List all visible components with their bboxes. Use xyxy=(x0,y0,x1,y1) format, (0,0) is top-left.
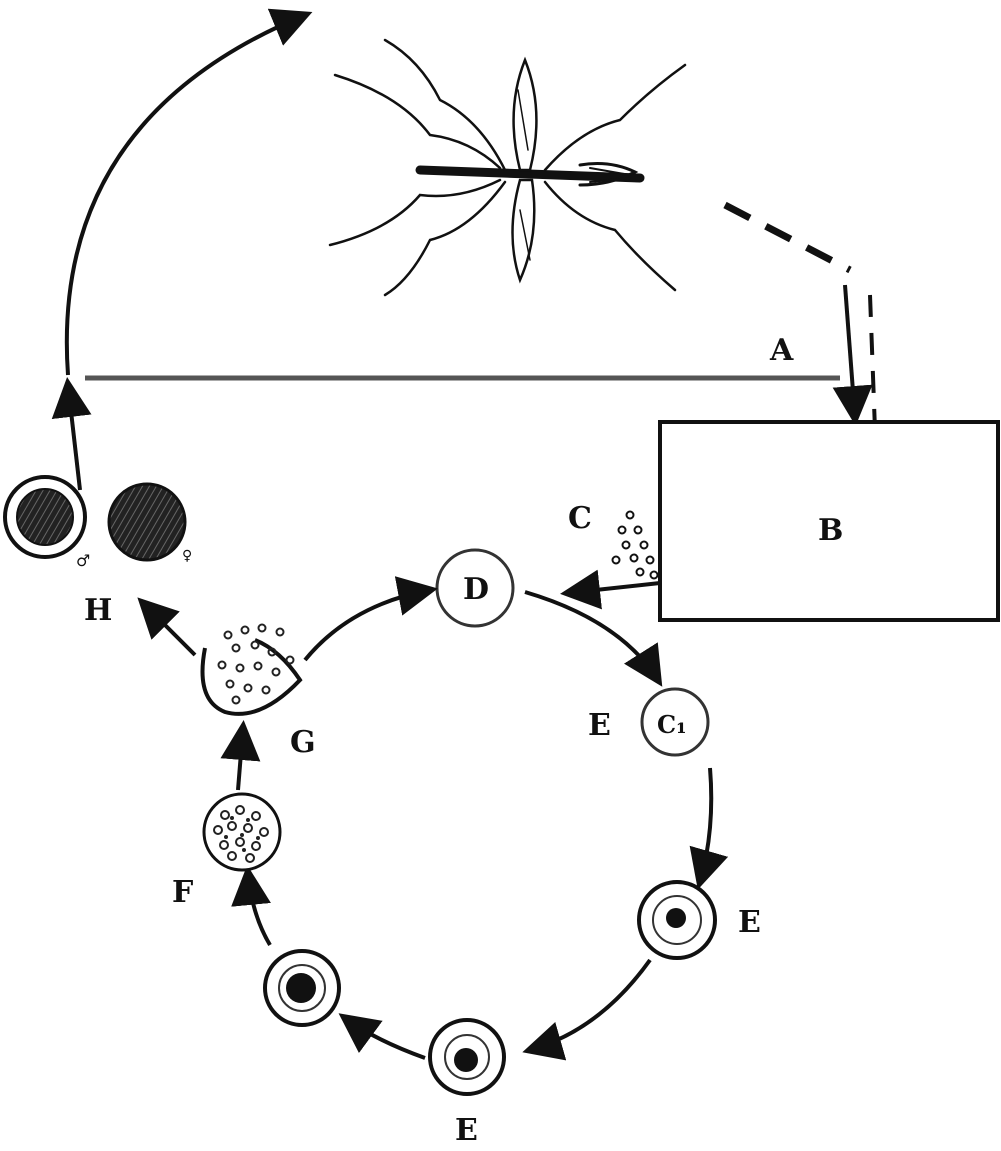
label-h: H xyxy=(84,593,112,628)
merozoite-cluster-icon xyxy=(613,512,658,579)
g-to-d-arrow xyxy=(305,590,430,660)
e2-to-e3-arrow xyxy=(530,960,650,1050)
bursting-cell-icon xyxy=(203,625,301,714)
label-e2: E xyxy=(738,905,761,940)
g-to-h-arrow xyxy=(143,603,195,655)
stage-e2-nucleus xyxy=(666,908,686,928)
schizont-icon xyxy=(204,794,280,870)
box-to-d-arrow xyxy=(568,583,660,593)
arc-to-mosquito-arrow xyxy=(67,15,305,375)
label-e1: E xyxy=(588,708,611,743)
d-to-e1-arrow xyxy=(525,592,658,680)
trophozoite-dark-center xyxy=(286,973,316,1003)
injection-arrow xyxy=(845,285,855,418)
female-gametocyte xyxy=(109,484,185,560)
e3-to-ring-arrow xyxy=(345,1018,425,1058)
label-c: C xyxy=(568,501,592,536)
gametocyte-icons xyxy=(5,477,185,560)
label-f: F xyxy=(172,875,193,910)
label-g: G xyxy=(290,725,316,760)
e1-to-e2-arrow xyxy=(700,768,711,882)
male-gametocyte-inner xyxy=(17,489,73,545)
ring-to-f-arrow xyxy=(248,873,270,945)
label-e3: E xyxy=(455,1113,478,1148)
stage-e1-inner-label: C₁ xyxy=(657,710,687,739)
female-symbol: ♀ xyxy=(182,548,192,564)
h-to-line-arrow xyxy=(68,385,80,490)
male-symbol: ♂ xyxy=(76,551,90,570)
label-d: D xyxy=(463,572,489,607)
stage-e3-nucleus xyxy=(454,1048,478,1072)
mosquito-icon xyxy=(330,40,685,295)
label-a: A xyxy=(769,333,794,368)
label-b: B xyxy=(818,513,843,548)
f-to-g-arrow xyxy=(238,728,243,790)
return-dashed-path xyxy=(870,295,875,430)
bite-dashed-path xyxy=(725,205,850,270)
